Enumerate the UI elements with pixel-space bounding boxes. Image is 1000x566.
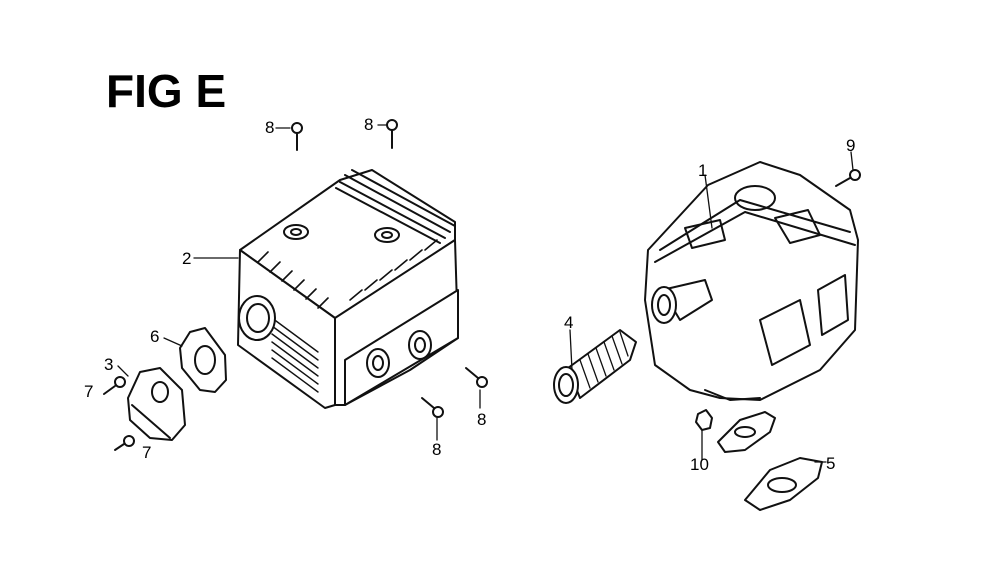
callout-3: 3	[104, 355, 114, 374]
leader-lines	[117, 124, 854, 463]
callout-8-right-upper: 8	[477, 410, 487, 429]
callout-8-top-left: 8	[265, 118, 275, 137]
callout-8-top-right: 8	[364, 115, 374, 134]
callout-10: 10	[690, 455, 709, 474]
callout-7-upper: 7	[84, 382, 94, 401]
muffler-cover-part-3	[127, 367, 186, 441]
muffler-part-1	[644, 161, 859, 401]
callout-2: 2	[182, 249, 192, 268]
gasket-part-6	[179, 327, 227, 393]
callout-5: 5	[826, 454, 836, 473]
muffler-protector-part	[237, 169, 459, 409]
callout-7-lower: 7	[142, 443, 152, 462]
bolt-8-top-right	[386, 119, 398, 149]
bolt-8-top-left	[291, 122, 303, 151]
callout-1: 1	[698, 161, 708, 180]
bolt-7-upper	[103, 376, 126, 395]
spark-arrester-part-4	[553, 329, 637, 404]
gasket-part-5	[744, 457, 823, 511]
callout-8-right-lower: 8	[432, 440, 442, 459]
callout-4: 4	[564, 313, 574, 332]
bolt-8-right-upper	[465, 367, 488, 388]
nut-10	[695, 409, 713, 431]
callout-9: 9	[846, 136, 856, 155]
bolt-8-right-lower	[421, 397, 444, 418]
bolt-7-lower	[114, 435, 135, 451]
bolt-9	[835, 169, 861, 187]
muffler-gasket	[717, 411, 776, 453]
callout-6: 6	[150, 327, 160, 346]
figure-title: FIG E	[106, 65, 227, 117]
